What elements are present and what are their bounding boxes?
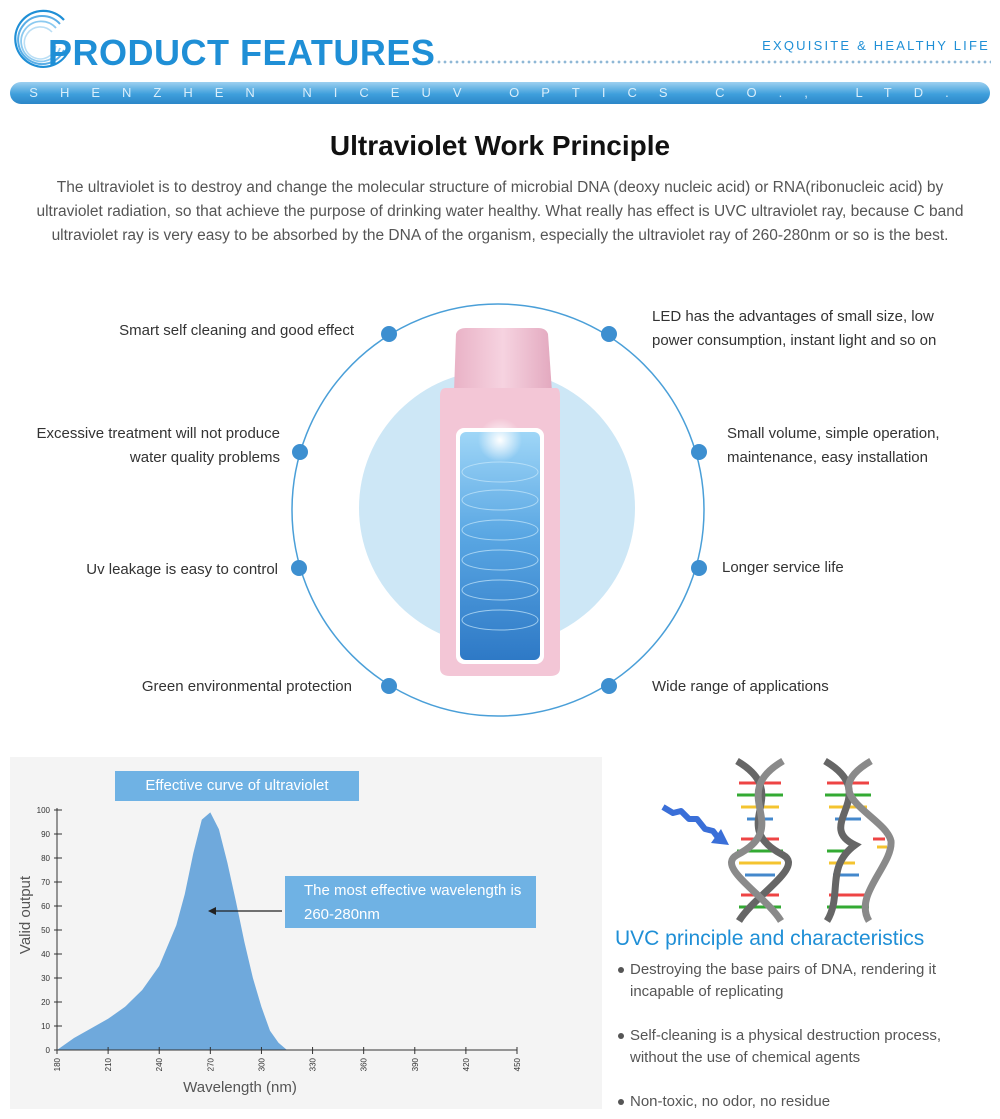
bullet-dot-icon [618, 1033, 624, 1039]
chart-annotation: The most effective wavelength is 260-280… [285, 876, 536, 928]
uv-device-image [440, 328, 560, 676]
logo-swirl-icon [14, 9, 69, 68]
feature-text: maintenance, easy installation [727, 449, 928, 466]
feature-left-1: Smart self cleaning and good effect [40, 319, 354, 343]
y-tick-label: 0 [46, 1046, 51, 1055]
feature-text: Excessive treatment will not produce [36, 425, 280, 442]
uvc-bullet-1: Destroying the base pairs of DNA, render… [618, 959, 978, 1003]
bullet-text: Self-cleaning is a physical destruction … [630, 1027, 941, 1044]
feature-text: Small volume, simple operation, [727, 425, 940, 442]
header-tagline: EXQUISITE & HEALTHY LIFE [762, 38, 990, 53]
feature-text: water quality problems [129, 449, 280, 466]
x-tick-label: 270 [206, 1057, 215, 1071]
feature-text: LED has the advantages of small size, lo… [652, 308, 934, 325]
y-tick-label: 80 [41, 854, 50, 863]
feature-text: Wide range of applications [652, 678, 829, 695]
outer-ring [291, 303, 705, 717]
annotation-arrowhead-icon [208, 907, 216, 915]
y-tick-label: 50 [41, 926, 50, 935]
section-body-text: The ultraviolet is to destroy and change… [36, 179, 964, 244]
y-tick-label: 30 [41, 974, 50, 983]
chart-annotation-text: The most effective wavelength is 260-280… [304, 882, 522, 923]
uvc-bullet-3: Non-toxic, no odor, no residue [618, 1091, 978, 1113]
bullet-text: Non-toxic, no odor, no residue [630, 1093, 831, 1110]
damaged-dna-helix-icon [823, 757, 895, 923]
y-tick-label: 90 [41, 830, 50, 839]
uvc-section-title: UVC principle and characteristics [615, 927, 925, 950]
feature-left-3: Uv leakage is easy to control [0, 558, 278, 582]
feature-left-4: Green environmental protection [40, 675, 352, 699]
feature-text: Green environmental protection [141, 678, 352, 695]
x-tick-label: 360 [360, 1057, 369, 1071]
dna-helix-icon [728, 757, 792, 923]
x-tick-label: 180 [53, 1057, 62, 1071]
x-tick-label: 420 [462, 1057, 471, 1071]
feature-text: Longer service life [722, 559, 844, 576]
uv-ray-arrow-icon [661, 804, 729, 845]
x-tick-label: 240 [155, 1057, 164, 1071]
y-tick-label: 20 [41, 998, 50, 1007]
feature-left-2: Excessive treatment will not produce wat… [0, 422, 280, 470]
x-tick-label: 210 [104, 1057, 113, 1071]
header-dotted-divider [436, 58, 991, 66]
feature-text: Smart self cleaning and good effect [119, 322, 354, 339]
chart-title: Effective curve of ultraviolet [115, 771, 359, 801]
uv-effective-curve-chart: 0 10 20 30 40 50 60 70 80 90 100 180 210 240 270 300 330… [17, 806, 522, 1096]
feature-right-3: Longer service life [722, 556, 990, 580]
page-title: PRODUCT FEATURES [48, 32, 436, 73]
y-tick-label: 10 [41, 1022, 50, 1031]
dna-illustration [661, 757, 895, 923]
x-axis-label: Wavelength (nm) [183, 1079, 297, 1096]
bullet-dot-icon [618, 1099, 624, 1105]
feature-right-1: LED has the advantages of small size, lo… [652, 305, 992, 353]
bullet-text: Destroying the base pairs of DNA, render… [630, 961, 936, 978]
features-diagram [291, 303, 707, 717]
feature-right-2: Small volume, simple operation, maintena… [727, 422, 995, 470]
bullet-dot-icon [618, 967, 624, 973]
header-banner-bar: SHENZHEN NICEUV OPTICS CO., LTD. [10, 82, 990, 104]
y-axis-label: Valid output [17, 875, 34, 954]
curve-area [57, 812, 287, 1050]
x-tick-label: 450 [513, 1057, 522, 1071]
bullet-text: incapable of replicating [630, 983, 784, 1000]
x-tick-label: 300 [257, 1057, 266, 1071]
section-title: Ultraviolet Work Principle [329, 130, 671, 161]
x-tick-label: 330 [309, 1057, 318, 1071]
y-tick-label: 70 [41, 878, 50, 887]
bullet-text: without the use of chemical agents [630, 1049, 861, 1066]
feature-dots [291, 326, 707, 694]
y-tick-label: 100 [37, 806, 51, 815]
x-tick-label: 390 [411, 1057, 420, 1071]
uvc-bullet-2: Self-cleaning is a physical destruction … [618, 1025, 978, 1069]
y-tick-label: 40 [41, 950, 50, 959]
company-name: SHENZHEN NICEUV OPTICS CO., LTD. [29, 85, 971, 100]
y-tick-label: 60 [41, 902, 50, 911]
feature-right-4: Wide range of applications [652, 675, 952, 699]
feature-text: Uv leakage is easy to control [86, 561, 278, 578]
feature-text: power consumption, instant light and so … [652, 332, 937, 349]
